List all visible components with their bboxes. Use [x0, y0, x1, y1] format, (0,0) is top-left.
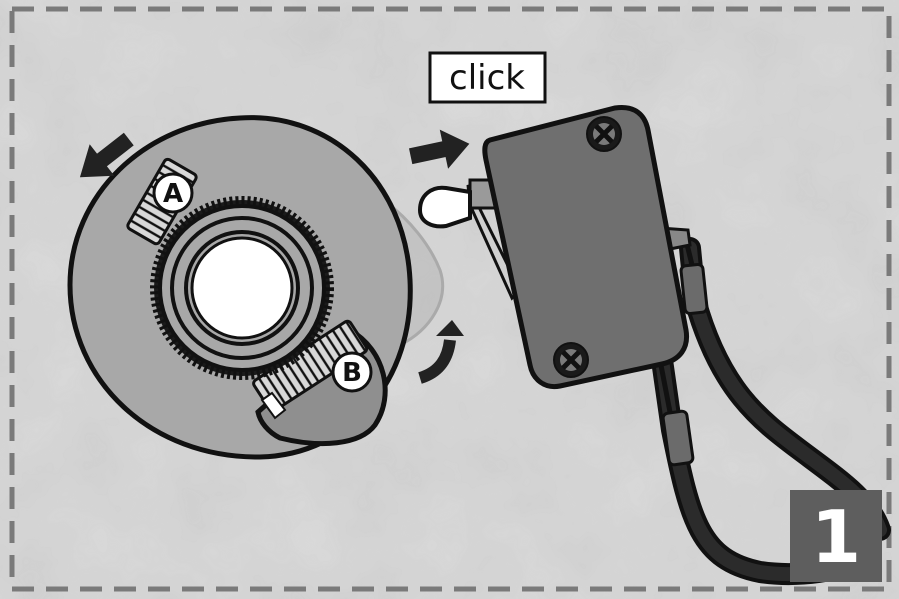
marker-b-label: B	[342, 358, 362, 388]
curved-arrow-icon	[417, 320, 464, 384]
click-callout: click	[428, 51, 547, 104]
wire-connector	[661, 409, 695, 467]
dashed-border	[9, 6, 892, 592]
marker-a: A	[152, 172, 194, 214]
screw-b-tip	[260, 391, 287, 420]
switch-roller	[417, 185, 472, 229]
arrow-right-icon	[408, 129, 470, 169]
screw-icon	[553, 342, 589, 378]
click-callout-text: click	[449, 58, 525, 98]
arrow-icon	[79, 132, 134, 178]
cam-assembly: A B	[67, 115, 413, 460]
marker-b: B	[331, 351, 373, 393]
step-number: 1	[811, 495, 861, 579]
center-hole	[190, 236, 294, 340]
marker-a-label: A	[163, 179, 183, 209]
wire-connector	[679, 262, 709, 316]
switch-body	[482, 104, 690, 390]
microswitch	[417, 104, 692, 390]
toothed-ring-icon	[150, 196, 334, 380]
screw-icon	[586, 116, 622, 152]
step-badge: 1	[790, 490, 882, 582]
